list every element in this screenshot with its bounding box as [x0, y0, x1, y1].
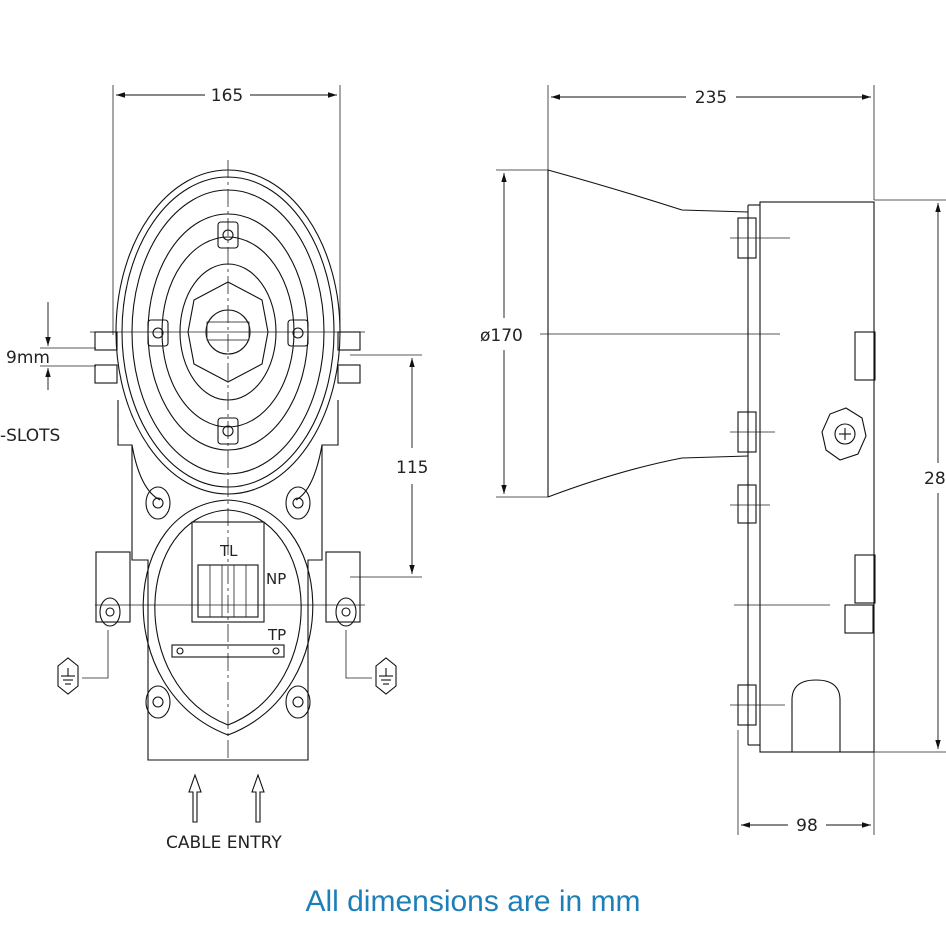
dimension-base-98: 98: [737, 730, 875, 836]
dim-mount-text: 115: [396, 458, 428, 478]
dim-width-text: 165: [211, 86, 243, 106]
dimension-mount-115: 115: [350, 354, 428, 578]
dimension-horn-diameter: ø170: [480, 169, 548, 498]
dim-horn-diameter-text: ø170: [480, 326, 523, 346]
label-np: NP: [266, 570, 286, 588]
dim-depth-text: 235: [695, 88, 727, 108]
cable-entry-label: CABLE ENTRY: [166, 833, 282, 853]
dimension-height: 28: [874, 199, 946, 753]
front-view: 165: [0, 85, 428, 853]
housing-bolts: [99, 486, 357, 719]
mounting-tabs-upper: [94, 331, 361, 384]
side-view: 235 ø170: [480, 85, 946, 836]
label-tl: TL: [219, 542, 238, 560]
dim-slot-text: 9mm: [6, 348, 50, 368]
housing-body: [95, 400, 361, 761]
cable-entry-arrows: CABLE ENTRY: [166, 773, 282, 853]
dim-height-text: 28: [924, 469, 946, 489]
label-tp: TP: [267, 626, 286, 644]
horn-profile: [540, 169, 790, 498]
housing-side: [730, 201, 876, 753]
horn-bolts: [147, 221, 309, 445]
slots-label: -SLOTS: [0, 426, 60, 446]
dimension-depth-235: 235: [547, 85, 875, 200]
dimensions-note: All dimensions are in mm: [305, 885, 641, 918]
earth-symbol-right: [345, 630, 397, 695]
terminal-block: TL NP TP: [171, 521, 286, 658]
dim-base-text: 98: [796, 816, 818, 836]
dimension-slot-9mm: 9mm -SLOTS: [0, 302, 96, 446]
dimension-width-165: 165: [112, 85, 341, 335]
earth-symbol-left: [57, 630, 109, 695]
